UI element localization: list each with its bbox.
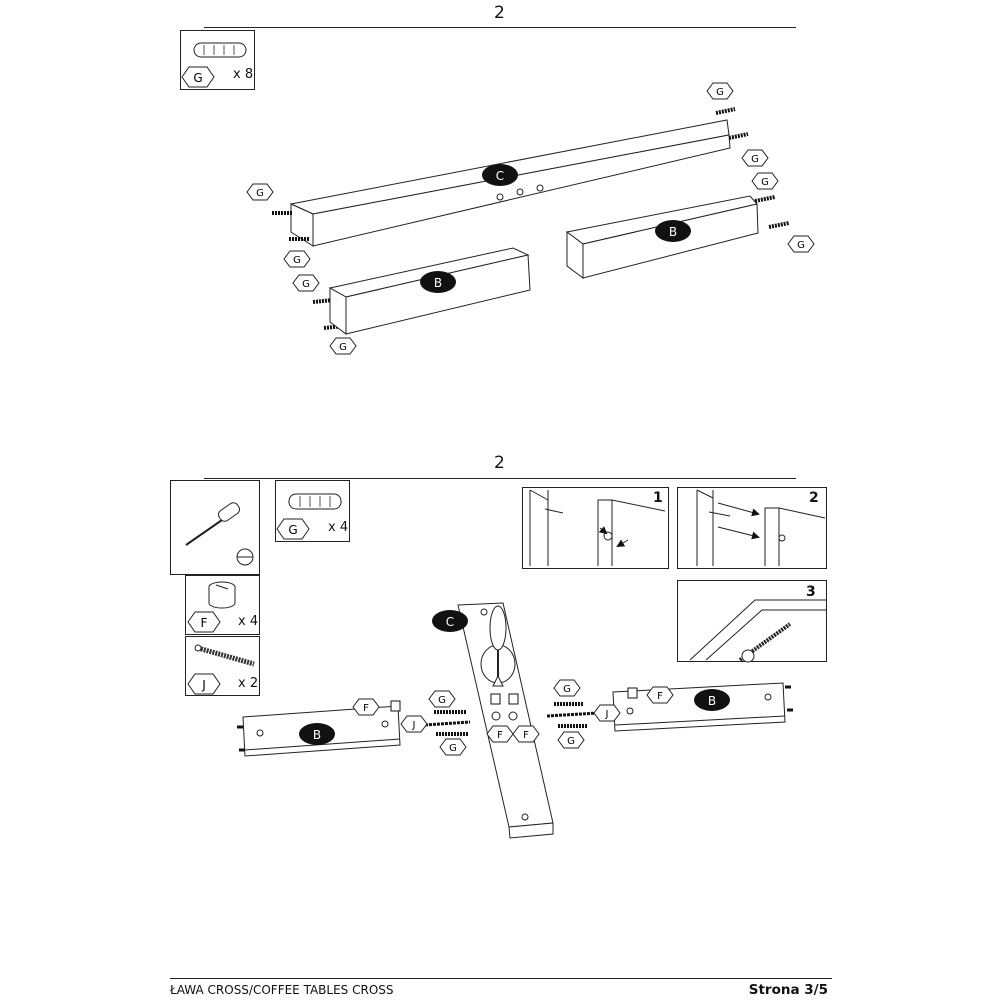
board-c-label-bottom: C	[432, 610, 468, 632]
svg-text:G: G	[449, 743, 457, 754]
step-number-bottom: 2	[494, 453, 505, 473]
svg-text:G: G	[797, 240, 805, 251]
svg-text:G: G	[563, 684, 571, 695]
board-c-label-top: C	[482, 164, 518, 186]
svg-text:B: B	[434, 276, 442, 290]
dowel-hex-callouts-top	[246, 82, 815, 355]
footer-page-number: Strona 3/5	[748, 982, 828, 998]
svg-text:J: J	[605, 709, 609, 720]
svg-text:B: B	[708, 694, 716, 708]
svg-text:G: G	[288, 523, 297, 537]
svg-text:F: F	[363, 703, 369, 714]
footer-divider	[170, 978, 832, 979]
step-divider-top	[204, 27, 796, 28]
svg-text:B: B	[669, 225, 677, 239]
board-b-right-label-bottom: B	[694, 689, 730, 711]
svg-text:F: F	[657, 691, 663, 702]
svg-text:F: F	[201, 616, 208, 630]
bolt-quantity: x 2	[238, 676, 259, 691]
dowel-quantity-bottom: x 4	[328, 520, 349, 535]
detail-panel-2-drawing	[696, 489, 826, 566]
part-hex-label-g-top: G	[181, 66, 215, 88]
svg-text:G: G	[302, 279, 310, 290]
svg-text:G: G	[761, 177, 769, 188]
svg-text:G: G	[293, 255, 301, 266]
svg-text:J: J	[201, 678, 206, 692]
svg-text:G: G	[716, 87, 724, 98]
part-hex-label-j: J	[187, 673, 221, 695]
detail-panel-2	[677, 487, 827, 569]
svg-text:G: G	[193, 71, 202, 85]
step-divider-bottom	[204, 478, 796, 479]
dowel-quantity-top: x 8	[233, 67, 254, 82]
svg-text:G: G	[751, 154, 759, 165]
detail-panel-3-number: 3	[806, 584, 816, 600]
detail-panel-3-drawing	[689, 599, 827, 663]
hex-callouts-bottom	[352, 679, 674, 756]
screwdriver-in-use	[489, 605, 507, 687]
svg-text:F: F	[523, 730, 529, 741]
svg-text:G: G	[438, 695, 446, 706]
cam-quantity: x 4	[238, 614, 259, 629]
svg-text:G: G	[339, 342, 347, 353]
board-b-left-label-top: B	[420, 271, 456, 293]
screwdriver-icon	[185, 502, 254, 566]
footer-product-title: ŁAWA CROSS/COFFEE TABLES CROSS	[170, 983, 394, 997]
detail-panel-1	[522, 487, 669, 569]
board-b-right-label-top: B	[655, 220, 691, 242]
svg-text:B: B	[313, 728, 321, 742]
part-hex-label-f: F	[187, 611, 221, 633]
detail-panel-1-drawing	[529, 489, 666, 566]
cam-lock-icon	[208, 581, 236, 609]
svg-text:J: J	[412, 720, 416, 731]
svg-text:C: C	[446, 615, 454, 629]
detail-panel-1-number: 1	[653, 490, 663, 506]
detail-panel-2-number: 2	[809, 490, 819, 506]
step-number-top: 2	[494, 3, 505, 23]
part-hex-label-g-bottom: G	[276, 518, 310, 540]
connector-hardware-bottom	[237, 685, 793, 752]
svg-text:F: F	[497, 730, 503, 741]
bolt-icon	[194, 644, 255, 667]
hex-letters-bottom: F G J G F F G J G F	[363, 684, 663, 754]
dowel-hex-letters-top: G G G G G G G G	[256, 87, 805, 353]
dowel-part-icon-top	[193, 42, 247, 58]
svg-text:G: G	[567, 736, 575, 747]
svg-text:C: C	[496, 169, 504, 183]
board-b-left-label-bottom: B	[299, 723, 335, 745]
dowel-part-icon-bottom	[288, 493, 342, 510]
svg-text:G: G	[256, 188, 264, 199]
